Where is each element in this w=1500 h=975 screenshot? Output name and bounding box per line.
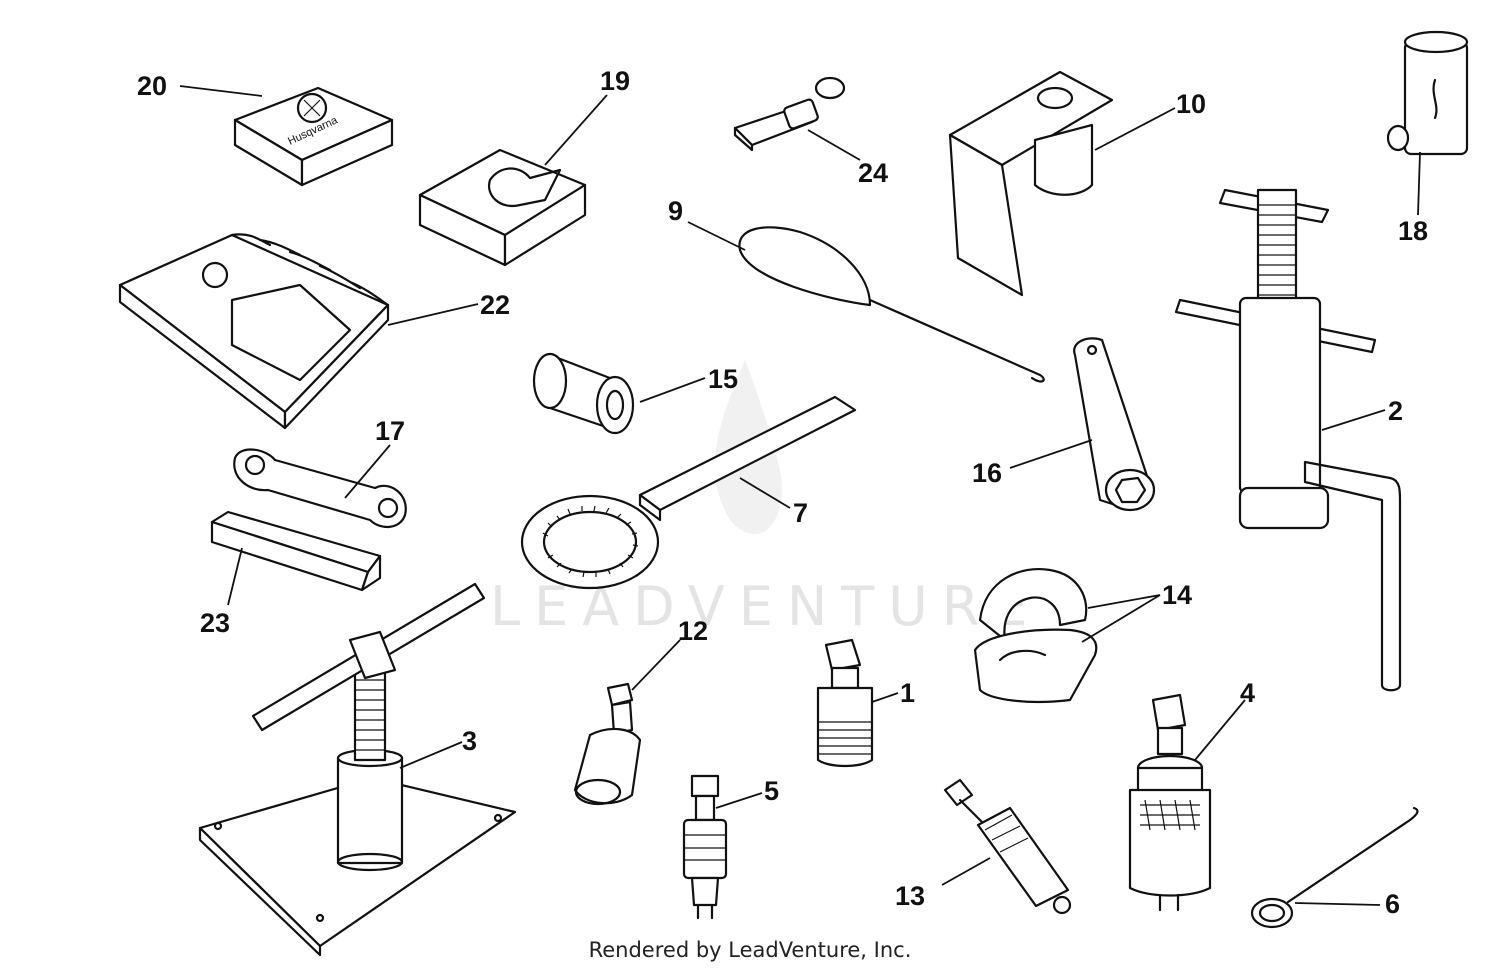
callout-14: 14 [1162, 580, 1192, 610]
part-6-pick: 6 [1250, 806, 1419, 929]
part-10-bracket: 10 [948, 70, 1206, 297]
part-5-valve-tool: 5 [682, 774, 779, 920]
part-2-puller: 2 [1174, 188, 1403, 692]
part-7-flywheel-holder: 7 [520, 395, 857, 590]
callout-22: 22 [480, 290, 510, 320]
part-3-puller-stand: 3 [198, 582, 517, 957]
part-22-manual: 22 [118, 233, 510, 430]
callout-20: 20 [137, 71, 167, 101]
callout-12: 12 [678, 616, 708, 646]
callout-24: 24 [858, 158, 888, 188]
part-16-box-wrench: 16 [972, 337, 1156, 512]
part-9-loop-tool: 9 [668, 196, 1045, 383]
part-1-adapter: 1 [816, 638, 915, 768]
part-13-angled-tool: 13 [895, 778, 1072, 915]
part-4-puller: 4 [1128, 678, 1255, 912]
callout-16: 16 [972, 458, 1002, 488]
part-15-sleeve: 15 [532, 352, 738, 435]
part-19-manual: 19 [418, 66, 630, 267]
callout-10: 10 [1176, 89, 1206, 119]
part-24-key: 24 [733, 76, 888, 188]
callout-13: 13 [895, 881, 925, 911]
part-14-shells: 14 [973, 568, 1192, 704]
callout-2: 2 [1388, 396, 1403, 426]
callout-19: 19 [600, 66, 630, 96]
callout-7: 7 [793, 498, 808, 528]
callout-9: 9 [668, 196, 683, 226]
callout-3: 3 [462, 726, 477, 756]
part-20-manual: Husqvarna 20 [137, 71, 394, 187]
callout-18: 18 [1398, 216, 1428, 246]
part-12-tool: 12 [573, 616, 708, 806]
part-17-wrench: 17 [233, 416, 407, 528]
footer-credit: Rendered by LeadVenture, Inc. [588, 938, 912, 962]
callout-5: 5 [764, 776, 779, 806]
part-18-coupling: 18 [1386, 30, 1469, 246]
callout-6: 6 [1385, 889, 1400, 919]
part-23-hex-bar: 23 [200, 510, 382, 638]
callout-17: 17 [375, 416, 405, 446]
callout-15: 15 [708, 364, 738, 394]
callout-1: 1 [900, 678, 915, 708]
callout-23: 23 [200, 608, 230, 638]
callout-4: 4 [1240, 678, 1255, 708]
